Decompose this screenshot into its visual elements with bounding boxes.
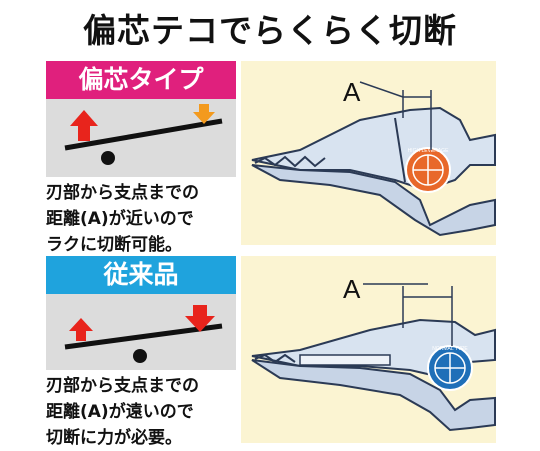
normal-lever-diagram [46, 294, 236, 370]
offset-dim-label: A [343, 77, 361, 107]
normal-desc-line-3: 切断に力が必要。 [46, 428, 182, 448]
offset-desc-line-1: 刃部から支点までの [46, 183, 199, 203]
normal-lever-bar [64, 323, 223, 350]
red-down-arrow-icon [185, 305, 215, 332]
normal-fulcrum [133, 349, 147, 363]
offset-badge-text: HIGH LEVERAGE [408, 148, 450, 154]
normal-plier-diagram: NORMAL TYPE A [251, 274, 496, 432]
normal-badge-text: NORMAL TYPE [432, 346, 468, 352]
normal-plier-teeth [254, 353, 296, 364]
offset-dim-leader [359, 81, 404, 98]
plier-blade-line [394, 117, 406, 183]
offset-desc-line-3: ラクに切断可能。 [46, 235, 182, 255]
normal-desc-line-1: 刃部から支点までの [46, 376, 199, 396]
offset-lever-bar [64, 118, 223, 151]
normal-desc-line-2: 距離(A)が遠いので [46, 402, 194, 422]
offset-desc-line-2: 距離(A)が近いので [46, 209, 194, 229]
offset-type-header: 偏芯タイプ [46, 61, 236, 99]
offset-lever-diagram [64, 104, 223, 165]
offset-plier-diagram: HIGH LEVERAGE A [251, 77, 496, 237]
orange-down-arrow-icon [193, 104, 215, 124]
plier-lower-jaw [251, 164, 496, 237]
red-up-arrow-icon [70, 110, 98, 141]
normal-type-header: 従来品 [46, 256, 236, 294]
normal-dim-label: A [343, 274, 361, 304]
normal-plier-grip-slot [299, 354, 391, 366]
offset-fulcrum [101, 151, 115, 165]
page-title: 偏芯テコでらくらく切断 [83, 11, 457, 50]
offset-description: 刃部から支点までの 距離(A)が近いので ラクに切断可能。 [46, 180, 246, 258]
plier-teeth [254, 155, 326, 168]
normal-description: 刃部から支点までの 距離(A)が遠いので 切断に力が必要。 [46, 373, 246, 451]
red-up-arrow-small-icon [69, 318, 93, 341]
normal-plier-lower-jaw [251, 359, 496, 432]
